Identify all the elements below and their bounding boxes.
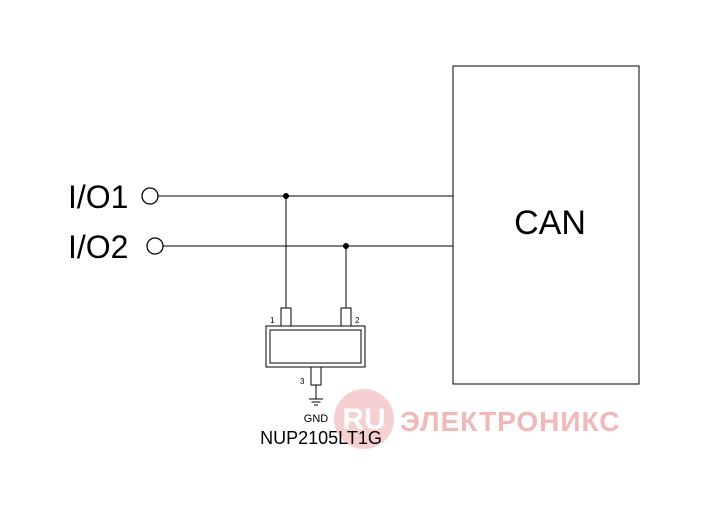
io1-terminal [141,187,159,205]
pin3-label: 3 [300,377,305,386]
ground-symbol [309,385,323,406]
pin2-lead [340,307,352,327]
watermark: RU ЭЛЕКТРОНИКС [334,389,620,449]
watermark-brand-text: ЭЛЕКТРОНИКС [400,406,620,437]
io2-label: I/O2 [68,229,128,265]
io1-label: I/O1 [68,179,128,215]
watermark-logo-text: RU [342,403,385,436]
package-body-inner [269,329,362,364]
watermark-logo-circle [334,389,394,449]
pin3-lead [310,366,322,386]
package-body-outer [265,325,366,368]
ground-label: GND [304,413,329,425]
can-block [452,65,640,385]
nup2105-package: 1 2 3 [265,307,366,386]
pin2-label: 2 [355,316,360,325]
part-number-label: NUP2105LT1G [260,428,382,448]
pin1-lead [280,307,292,327]
pin1-label: 1 [270,316,275,325]
can-block-label: CAN [514,204,586,242]
io2-terminal [146,237,164,255]
